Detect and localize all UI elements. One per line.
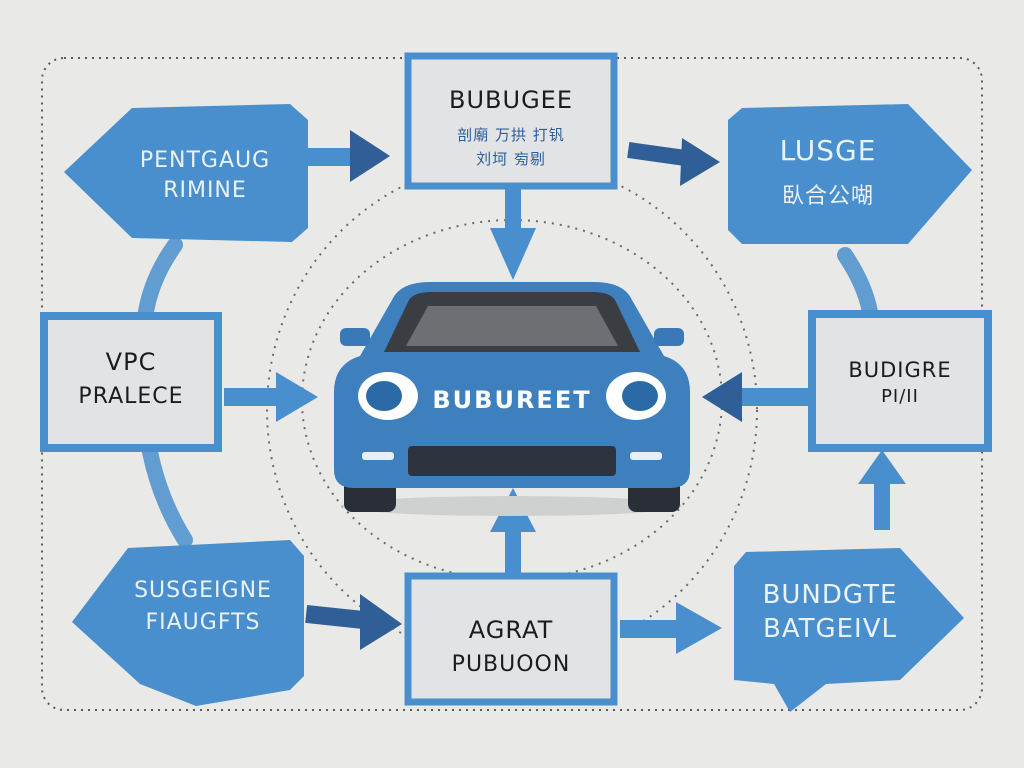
node-mid-right-subtitle: PI/II <box>881 386 919 407</box>
node-bottom-right-title: BUNDGTE <box>762 580 898 610</box>
node-bottom-left-subtitle: FIAUGFTS <box>145 610 261 635</box>
node-top-center-subtitle-1: 剖廟 万拱 打钒 <box>457 126 565 144</box>
node-top-center-title: BUBUGEE <box>449 86 573 114</box>
node-mid-right-box <box>808 310 992 452</box>
node-mid-left-subtitle: PRALECE <box>78 384 184 409</box>
car-illustration <box>334 282 690 516</box>
node-top-left-title: PENTGAUG <box>139 148 271 173</box>
arrow-bottomcenter-to-bottomright <box>620 602 722 654</box>
arrow-topleft-to-topcenter <box>305 130 390 182</box>
node-top-left-subtitle: RIMINE <box>163 178 247 203</box>
node-mid-left-title: VPC <box>105 348 157 376</box>
arrow-topcenter-to-topright <box>627 138 720 186</box>
arrow-bottomleft-to-bottomcenter <box>305 594 402 650</box>
node-mid-right-title: BUDIGRE <box>848 358 952 382</box>
node-bottom-left-shape <box>72 540 304 706</box>
arrow-topcenter-to-car <box>490 186 536 280</box>
node-bottom-center-box <box>404 572 618 706</box>
node-bottom-center-title: AGRAT <box>468 616 554 644</box>
connector-right-upper <box>837 247 878 320</box>
car-center-label: BUBUREET <box>432 386 592 414</box>
node-bottom-right-subtitle: BATGEIVL <box>762 614 897 644</box>
node-top-right-subtitle: 臥合公㗅 <box>781 184 874 209</box>
connector-left-lower <box>142 444 193 548</box>
node-top-left-shape <box>64 104 308 242</box>
dotted-ring-outer <box>266 159 758 661</box>
arrow-midleft-to-car <box>224 372 318 422</box>
node-top-right-title: LUSGE <box>779 134 877 167</box>
node-mid-left-box <box>40 312 222 452</box>
node-top-center-box <box>404 52 618 190</box>
node-bottom-center-subtitle: PUBUOON <box>451 652 571 677</box>
node-top-right-shape <box>728 104 972 244</box>
arrow-bottomright-to-midright <box>858 450 906 530</box>
node-top-center-subtitle-2: 刘坷 㫄剔 <box>476 150 546 168</box>
node-bottom-right-shape <box>734 548 964 712</box>
arrow-midright-to-car <box>702 372 812 422</box>
connector-left-upper <box>137 237 183 326</box>
node-bottom-left-title: SUSGEIGNE <box>134 578 272 603</box>
